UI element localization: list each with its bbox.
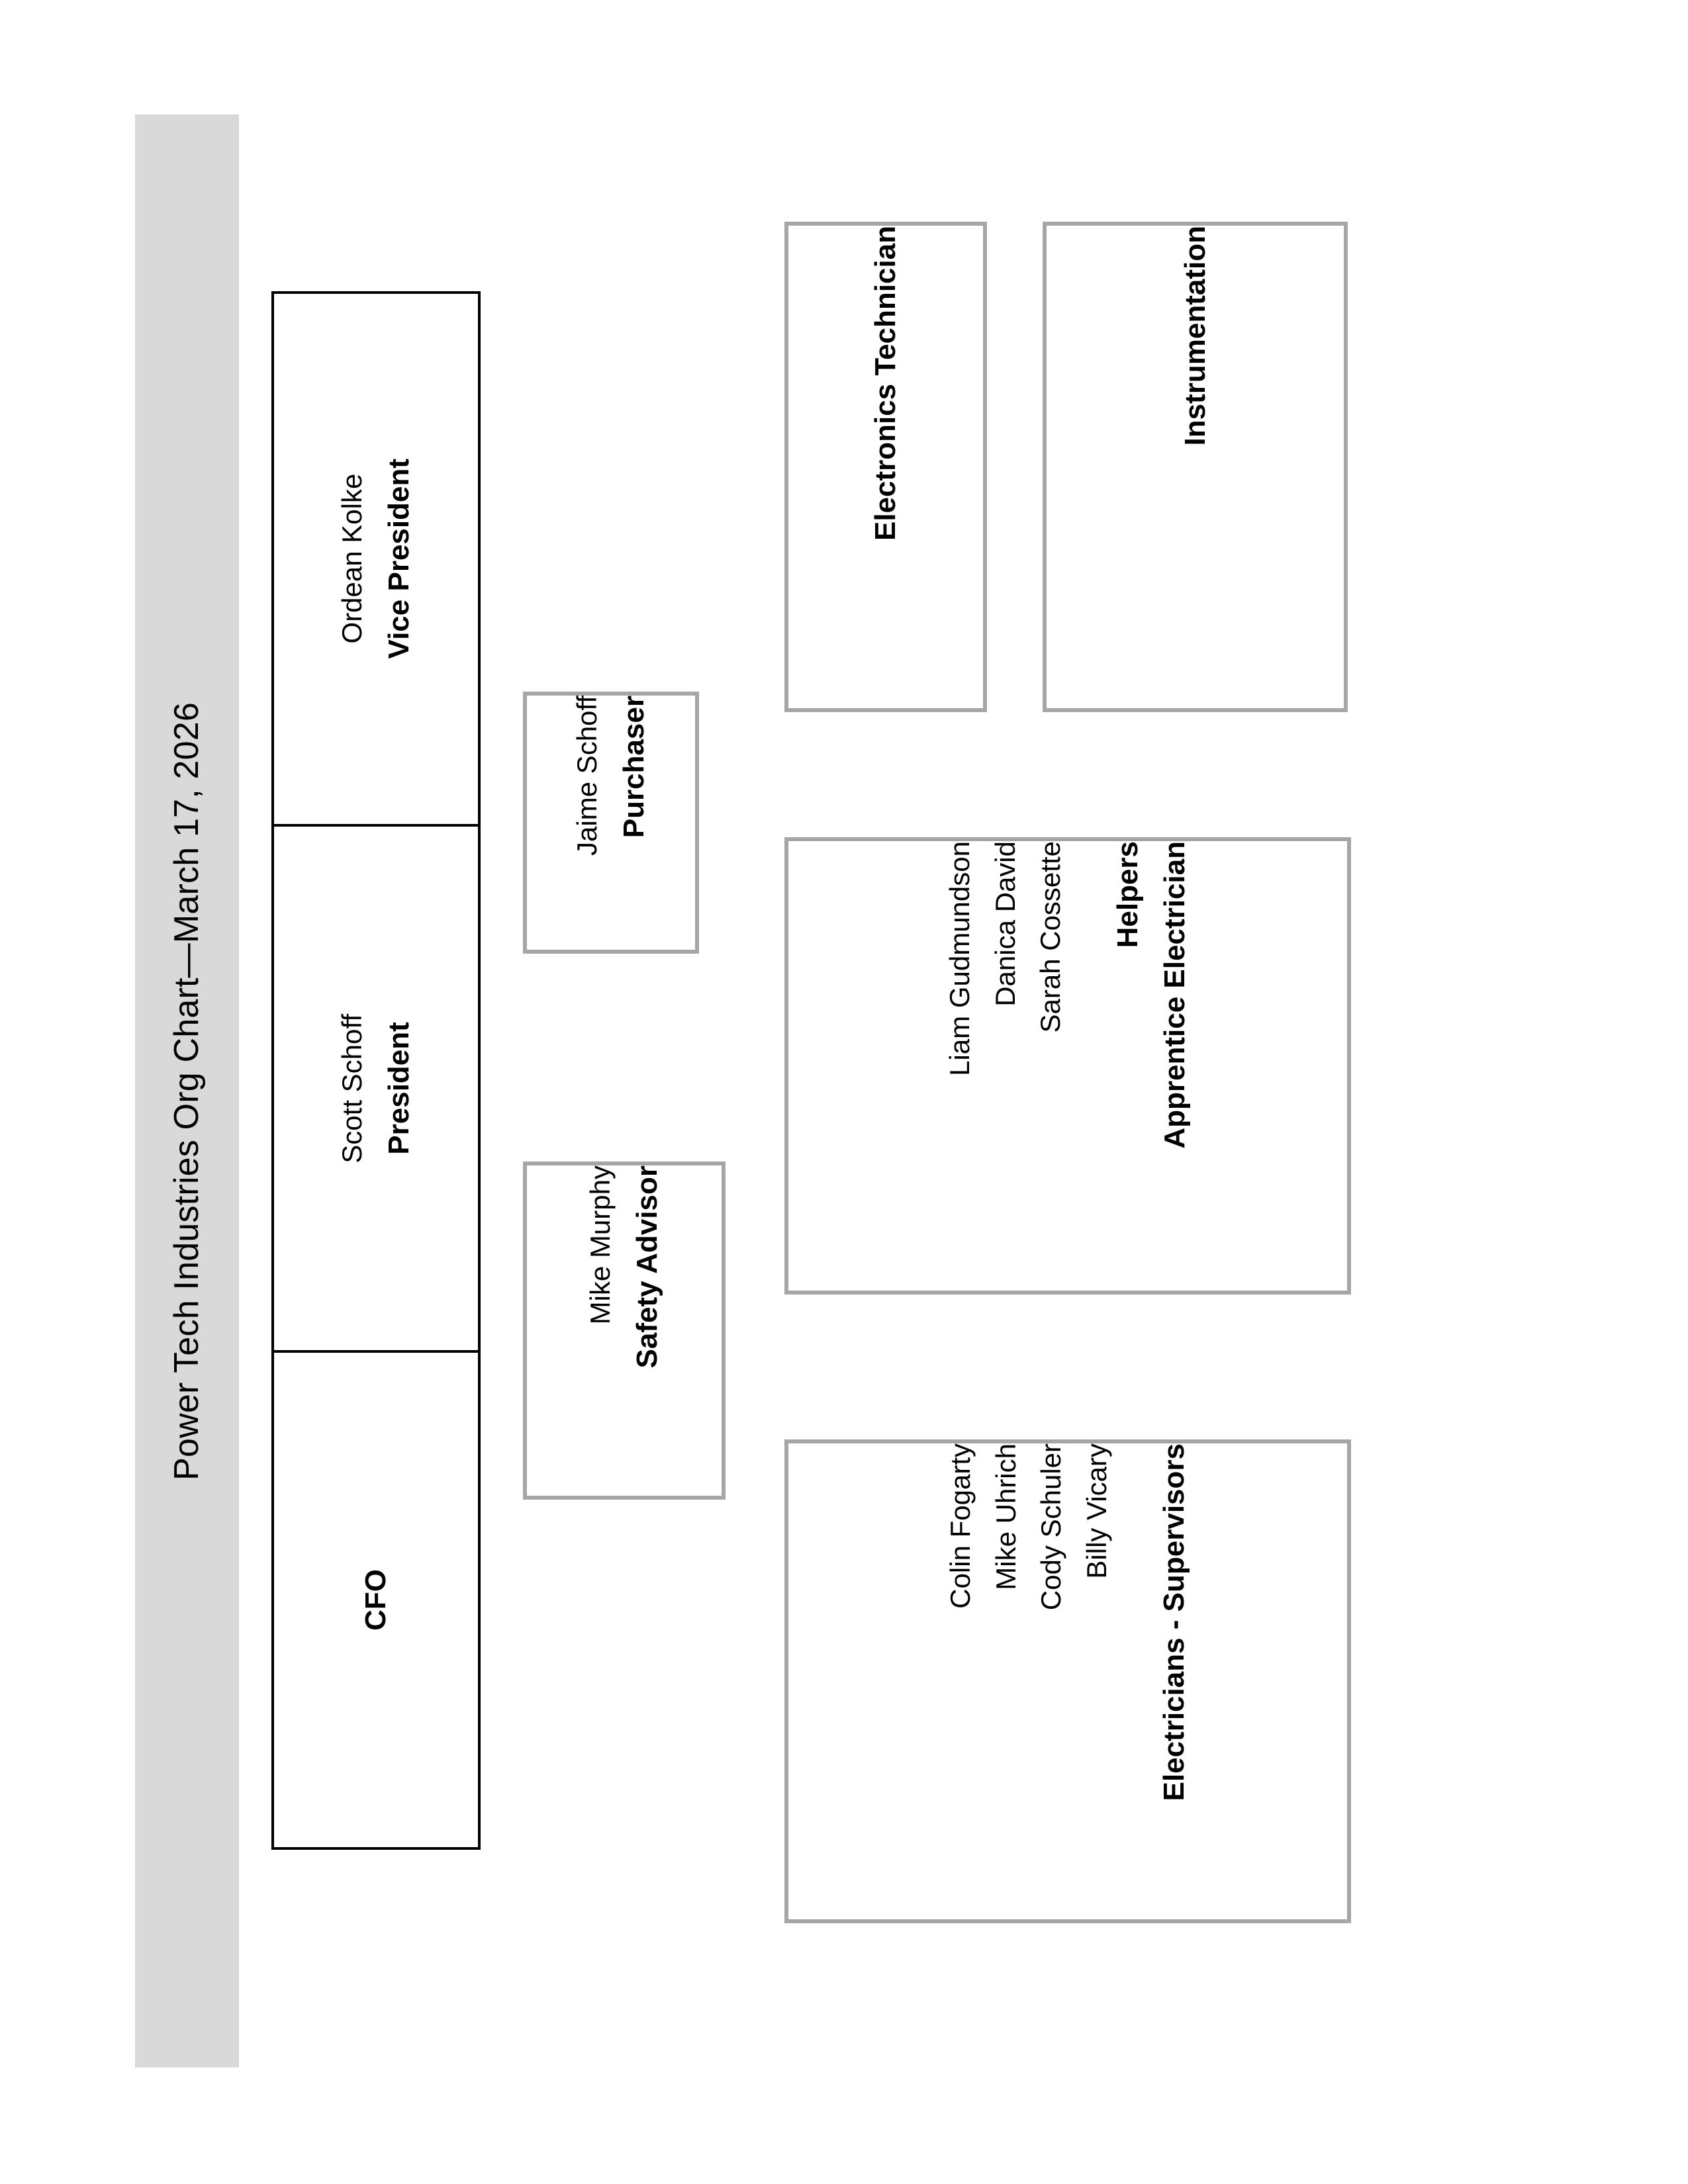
exec-role-vice-president: Vice President: [382, 459, 415, 659]
chart-title-band: Power Tech Industries Org Chart—March 17…: [135, 114, 239, 2068]
staff-box-safety-advisor[interactable]: Safety Advisor Mike Murphy: [523, 1161, 726, 1500]
staff-role-safety-advisor: Safety Advisor: [630, 1165, 663, 1369]
department-box-instrumentation[interactable]: Instrumentation: [1043, 222, 1348, 712]
page-title: Power Tech Industries Org Chart—March 17…: [167, 702, 206, 1480]
department-member-supervisor-1: Billy Vicary: [1081, 1443, 1112, 1579]
spacer: [371, 1014, 380, 1163]
exec-name-vice-president: Ordean Kolke: [336, 474, 368, 644]
exec-box-cfo[interactable]: CFO: [274, 1350, 478, 1847]
department-title-electronics-technician: Electronics Technician: [869, 226, 902, 541]
department-title-instrumentation: Instrumentation: [1178, 226, 1211, 446]
department-title-apprentice-electrician: Apprentice Electrician: [1158, 841, 1191, 1149]
exec-role-cfo: CFO: [359, 1569, 393, 1631]
department-title-apprentice-helpers: Helpers: [1111, 841, 1144, 948]
department-box-electricians-supervisors[interactable]: Electricians - Supervisors Billy Vicary …: [784, 1439, 1351, 1923]
department-box-apprentice-electrician-helpers[interactable]: Apprentice Electrician Helpers Sarah Cos…: [784, 837, 1351, 1295]
department-title-electricians-supervisors: Electricians - Supervisors: [1157, 1443, 1190, 1801]
staff-role-purchaser: Purchaser: [617, 696, 650, 839]
exec-role-president: President: [382, 1022, 415, 1155]
department-member-supervisor-2: Cody Schuler: [1035, 1443, 1067, 1611]
department-box-electronics-technician[interactable]: Electronics Technician: [784, 222, 987, 712]
exec-box-president[interactable]: President Scott Schoff: [274, 824, 478, 1350]
spacer: [371, 459, 380, 659]
department-member-apprentice-2: Danica David: [989, 841, 1021, 1007]
department-member-apprentice-1: Sarah Cossette: [1035, 841, 1066, 1033]
department-member-apprentice-3: Liam Gudmundson: [943, 841, 975, 1076]
staff-name-purchaser: Jaime Schoff: [571, 696, 603, 856]
department-member-supervisor-4: Colin Fogarty: [945, 1443, 976, 1609]
staff-box-purchaser[interactable]: Purchaser Jaime Schoff: [523, 692, 699, 954]
department-member-supervisor-3: Mike Uhrich: [990, 1443, 1021, 1590]
executive-stack: Vice President Ordean Kolke President Sc…: [271, 291, 481, 1850]
exec-name-president: Scott Schoff: [336, 1013, 368, 1163]
staff-name-safety-advisor: Mike Murphy: [585, 1165, 616, 1325]
exec-box-vice-president[interactable]: Vice President Ordean Kolke: [274, 294, 478, 824]
